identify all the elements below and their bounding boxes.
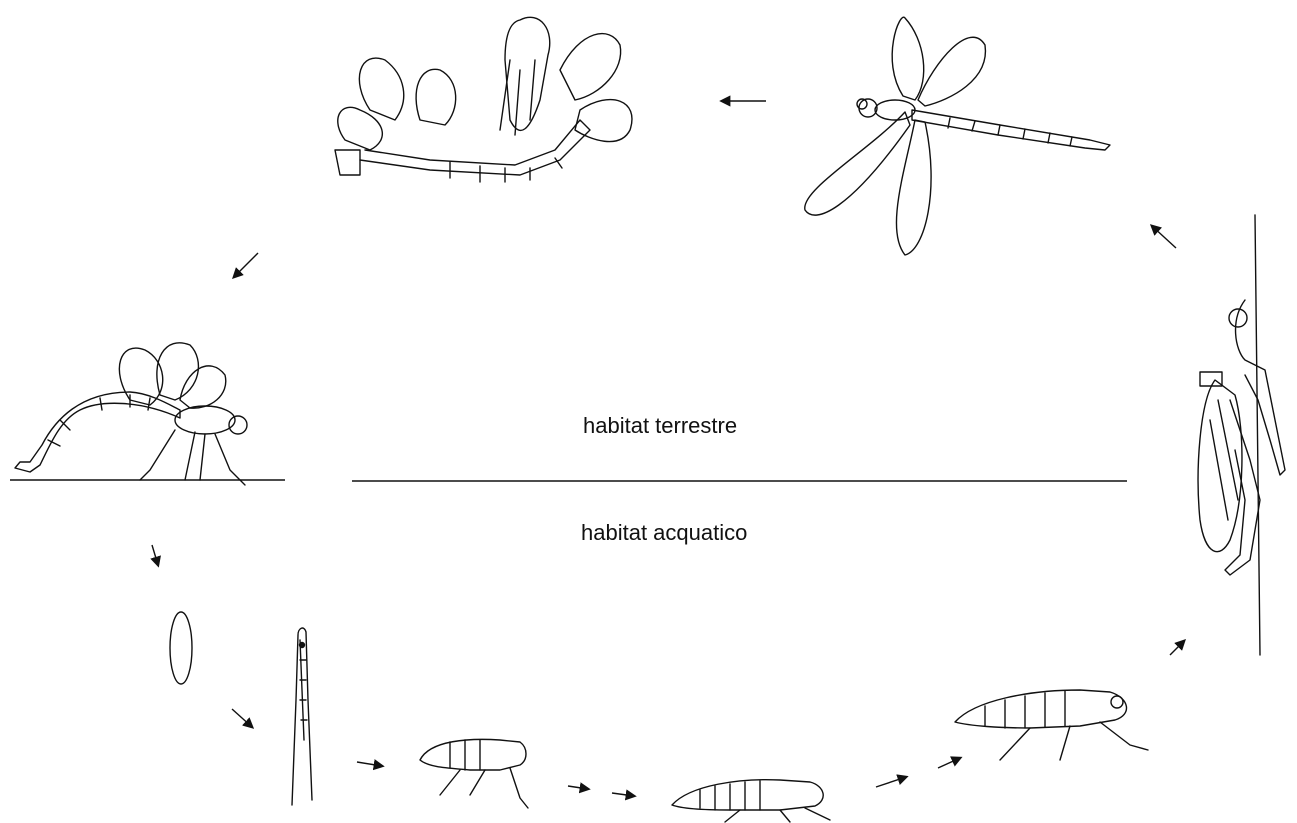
adult-dragonfly-drawing — [805, 17, 1110, 255]
egg-laying-female-drawing — [15, 343, 247, 485]
arrow-egg-to-prolarva — [232, 709, 252, 727]
egg-drawing — [170, 612, 192, 684]
mating-pair-drawing — [335, 17, 632, 182]
cycle-arrows — [152, 101, 1184, 796]
larva-intermediate-drawing — [672, 780, 830, 822]
emerging-adult-drawing — [1198, 215, 1297, 655]
arrow-larva3-to-emergence — [1170, 641, 1184, 655]
larva-mature-drawing — [955, 690, 1148, 760]
arrow-prolarva-to-larva-1 — [357, 762, 382, 766]
arrow-larva2-to-larva3-a — [876, 777, 906, 787]
terrestrial-habitat-label: habitat terrestre — [583, 413, 737, 439]
arrow-mating-to-laying — [234, 253, 258, 277]
arrow-emergence-to-adult — [1152, 226, 1176, 248]
larva-young-drawing — [420, 739, 528, 808]
arrow-laying-to-egg — [152, 545, 158, 565]
arrow-larva2-to-larva3-b — [938, 758, 960, 768]
prolarva-stem-drawing — [292, 628, 312, 805]
arrow-larva1-to-larva2-b — [612, 793, 634, 796]
aquatic-habitat-label: habitat acquatico — [581, 520, 747, 546]
arrow-larva1-to-larva2-a — [568, 786, 588, 789]
